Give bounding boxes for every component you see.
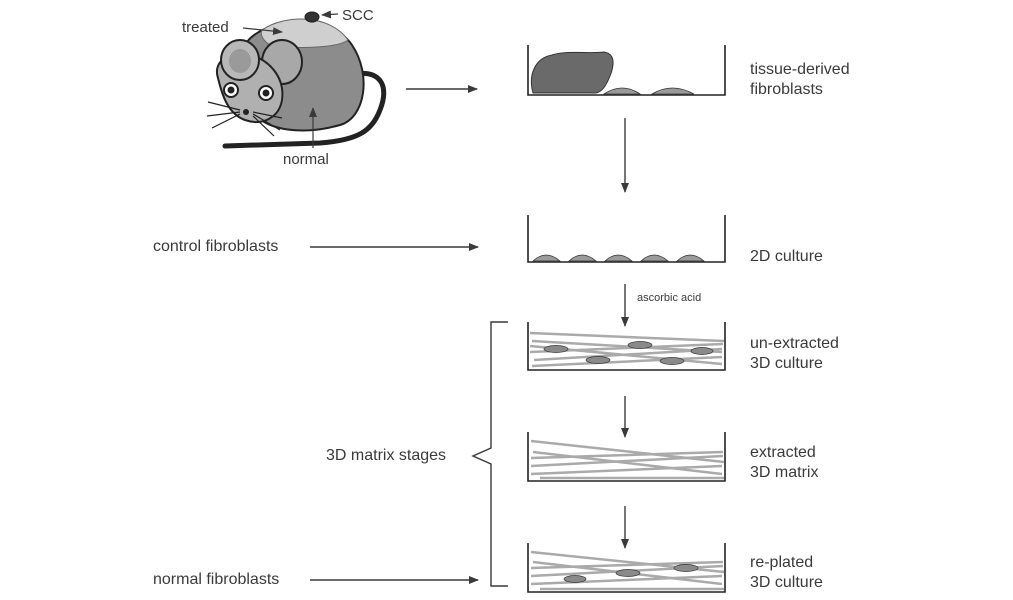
dish-unextracted-3d xyxy=(527,322,726,371)
stage-label-tissue-line1: tissue-derived xyxy=(750,61,850,78)
dish-extracted-3d xyxy=(527,432,726,482)
matrix-stages-label: 3D matrix stages xyxy=(326,447,447,464)
fibroblast-cell xyxy=(531,254,562,262)
mouse-tail xyxy=(222,71,387,149)
stage-label-replated-line1: re-plated xyxy=(750,554,814,571)
embedded-cell xyxy=(585,356,611,364)
stage-label-2d: 2D culture xyxy=(750,248,823,265)
flow-arrows xyxy=(310,85,629,584)
normal-fibroblasts-label: normal fibroblasts xyxy=(153,571,280,588)
dish-replated-3d xyxy=(527,543,726,593)
scc-leader xyxy=(321,10,339,19)
fibroblast-cell xyxy=(567,254,598,262)
ascorbic-acid-label: ascorbic acid xyxy=(637,292,702,304)
replated-cell xyxy=(673,564,699,572)
mouse-nose xyxy=(243,109,249,115)
control-fibroblasts-label: control fibroblasts xyxy=(153,238,279,255)
stage-label-extracted-line1: extracted xyxy=(750,444,816,461)
replated-cell xyxy=(563,575,587,583)
tissue-explant xyxy=(530,51,614,94)
mouse-illustration xyxy=(206,10,387,149)
stage-label-extracted-line2: 3D matrix xyxy=(750,464,819,481)
fibroblast-cell xyxy=(639,254,670,262)
stage-label-unextracted-line1: un-extracted xyxy=(750,335,839,352)
normal-label: normal xyxy=(283,151,329,168)
fibroblast-cell xyxy=(602,87,642,95)
scc-tumor xyxy=(304,11,320,23)
embedded-cell xyxy=(543,345,569,353)
mouse-whiskers xyxy=(206,101,283,137)
embedded-cell xyxy=(627,341,653,349)
treated-label: treated xyxy=(182,19,229,36)
replated-cell xyxy=(615,569,641,577)
scc-label: SCC xyxy=(342,7,374,24)
stage-label-tissue-line2: fibroblasts xyxy=(750,81,823,98)
fibroblast-cell xyxy=(650,87,695,95)
embedded-cell xyxy=(690,347,714,355)
dish-tissue-derived xyxy=(527,45,726,96)
fibroblast-cell xyxy=(603,254,634,262)
stage-label-replated-line2: 3D culture xyxy=(750,574,823,591)
treated-leader xyxy=(242,27,283,36)
stage-label-unextracted-line2: 3D culture xyxy=(750,355,823,372)
embedded-cell xyxy=(659,357,685,365)
dish-2d-culture xyxy=(527,215,726,263)
fibroblast-cell xyxy=(675,254,706,262)
stage-bracket xyxy=(471,321,508,587)
